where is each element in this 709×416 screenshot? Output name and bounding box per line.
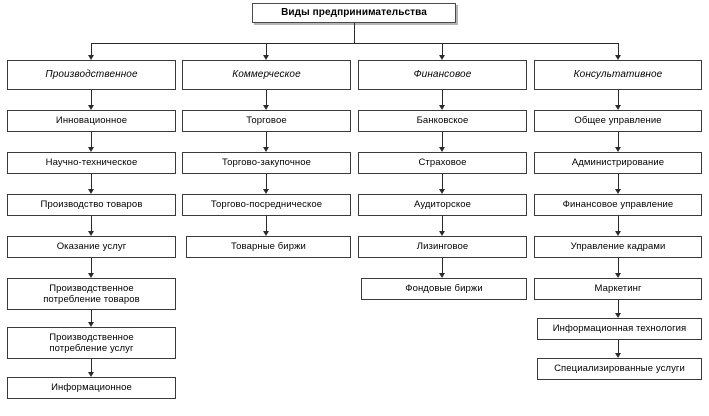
category-header-kommercheskoe[interactable]: Коммерческое	[182, 60, 351, 90]
connector-arrow-c2-1	[262, 147, 269, 152]
connector-c2-1	[266, 132, 267, 147]
category-header-proizvodstvennoe[interactable]: Производственное	[7, 60, 176, 90]
node-c3-lizingovoe[interactable]: Лизинговое	[358, 236, 527, 258]
node-c4-informacionnaya-tehnologiya[interactable]: Информационная технология	[537, 318, 702, 340]
node-c1-nauchno-tehnicheskoe[interactable]: Научно-техническое	[7, 152, 176, 174]
category-header-konsultativnoe[interactable]: Консультативное	[534, 60, 702, 90]
connector-arrow-c4-0	[614, 105, 621, 110]
node-c4-obshchee-upravlenie[interactable]: Общее управление	[534, 110, 702, 132]
connector-arrow-c1-6	[87, 372, 94, 377]
connector-c2-3	[266, 216, 267, 231]
connector-arrow-c2-0	[262, 105, 269, 110]
diagram-title-box: Виды предпринимательства	[252, 3, 456, 23]
connector-arrow-c4-3	[614, 231, 621, 236]
connector-arrow-c1-1	[87, 147, 94, 152]
connector-c1-2	[91, 174, 92, 189]
node-c3-fondovye-birzhi[interactable]: Фондовые биржи	[361, 278, 527, 300]
connector-arrow-c4-2	[614, 189, 621, 194]
connector-c1-4	[91, 258, 92, 273]
bus-arrow-3	[438, 55, 445, 60]
connector-c4-6	[618, 340, 619, 353]
connector-arrow-c1-5	[87, 322, 94, 327]
node-c1-innovacionnoe[interactable]: Инновационное	[7, 110, 176, 132]
bus-arrow-2	[262, 55, 269, 60]
connector-c3-2	[442, 174, 443, 189]
node-c1-proizvodstvo-tovarov[interactable]: Производство товаров	[7, 194, 176, 216]
root-stem	[354, 23, 355, 43]
connector-arrow-c1-2	[87, 189, 94, 194]
node-c2-torgovo-zakupochnoe[interactable]: Торгово-закупочное	[182, 152, 351, 174]
node-c4-finansovoe-upravlenie[interactable]: Финансовое управление	[534, 194, 702, 216]
connector-c1-5	[91, 310, 92, 322]
connector-c4-2	[618, 174, 619, 189]
connector-c3-3	[442, 216, 443, 231]
bus-arrow-4	[614, 55, 621, 60]
node-c2-tovarnye-birzhi[interactable]: Товарные биржи	[186, 236, 351, 258]
connector-arrow-c1-0	[87, 105, 94, 110]
bus-arrow-1	[87, 55, 94, 60]
connector-arrow-c3-4	[438, 273, 445, 278]
node-c4-marketing[interactable]: Маркетинг	[534, 278, 702, 300]
bus-leg-3	[442, 43, 443, 55]
connector-c4-5	[618, 300, 619, 313]
connector-c4-1	[618, 132, 619, 147]
node-c4-specializirovannye-uslugi[interactable]: Специализированные услуги	[537, 358, 702, 380]
connector-c1-3	[91, 216, 92, 231]
connector-c3-0	[442, 90, 443, 105]
bus-leg-2	[266, 43, 267, 55]
connector-arrow-c4-4	[614, 273, 621, 278]
connector-arrow-c4-6	[614, 353, 621, 358]
category-header-finansovoe[interactable]: Финансовое	[358, 60, 527, 90]
connector-arrow-c1-4	[87, 273, 94, 278]
node-c3-auditorskoe[interactable]: Аудиторское	[358, 194, 527, 216]
connector-arrow-c3-1	[438, 147, 445, 152]
connector-c4-3	[618, 216, 619, 231]
node-c3-strahovoe[interactable]: Страховое	[358, 152, 527, 174]
node-c4-administrirovanie[interactable]: Администрирование	[534, 152, 702, 174]
connector-arrow-c4-5	[614, 313, 621, 318]
connector-c4-0	[618, 90, 619, 105]
connector-c1-0	[91, 90, 92, 105]
connector-c1-1	[91, 132, 92, 147]
connector-arrow-c4-1	[614, 147, 621, 152]
node-c1-informacionnoe[interactable]: Информационное	[7, 377, 176, 399]
connector-c4-4	[618, 258, 619, 273]
connector-c3-4	[442, 258, 443, 273]
node-c4-upravlenie-kadrami[interactable]: Управление кадрами	[534, 236, 702, 258]
distribution-bus	[91, 43, 618, 44]
bus-leg-1	[91, 43, 92, 55]
connector-c1-6	[91, 359, 92, 372]
connector-c2-0	[266, 90, 267, 105]
connector-c2-2	[266, 174, 267, 189]
connector-arrow-c3-3	[438, 231, 445, 236]
node-c2-torgovo-posrednicheskoe[interactable]: Торгово-посредническое	[182, 194, 351, 216]
connector-arrow-c3-2	[438, 189, 445, 194]
node-c3-bankovskoe[interactable]: Банковское	[358, 110, 527, 132]
node-c1-potreblenie-uslug[interactable]: Производственное потребление услуг	[7, 327, 176, 359]
node-c1-okazanie-uslug[interactable]: Оказание услуг	[7, 236, 176, 258]
connector-c3-1	[442, 132, 443, 147]
node-c1-potreblenie-tovarov[interactable]: Производственное потребление товаров	[7, 278, 176, 310]
connector-arrow-c2-2	[262, 189, 269, 194]
connector-arrow-c3-0	[438, 105, 445, 110]
bus-leg-4	[618, 43, 619, 55]
connector-arrow-c1-3	[87, 231, 94, 236]
connector-arrow-c2-3	[262, 231, 269, 236]
node-c2-torgovoe[interactable]: Торговое	[182, 110, 351, 132]
